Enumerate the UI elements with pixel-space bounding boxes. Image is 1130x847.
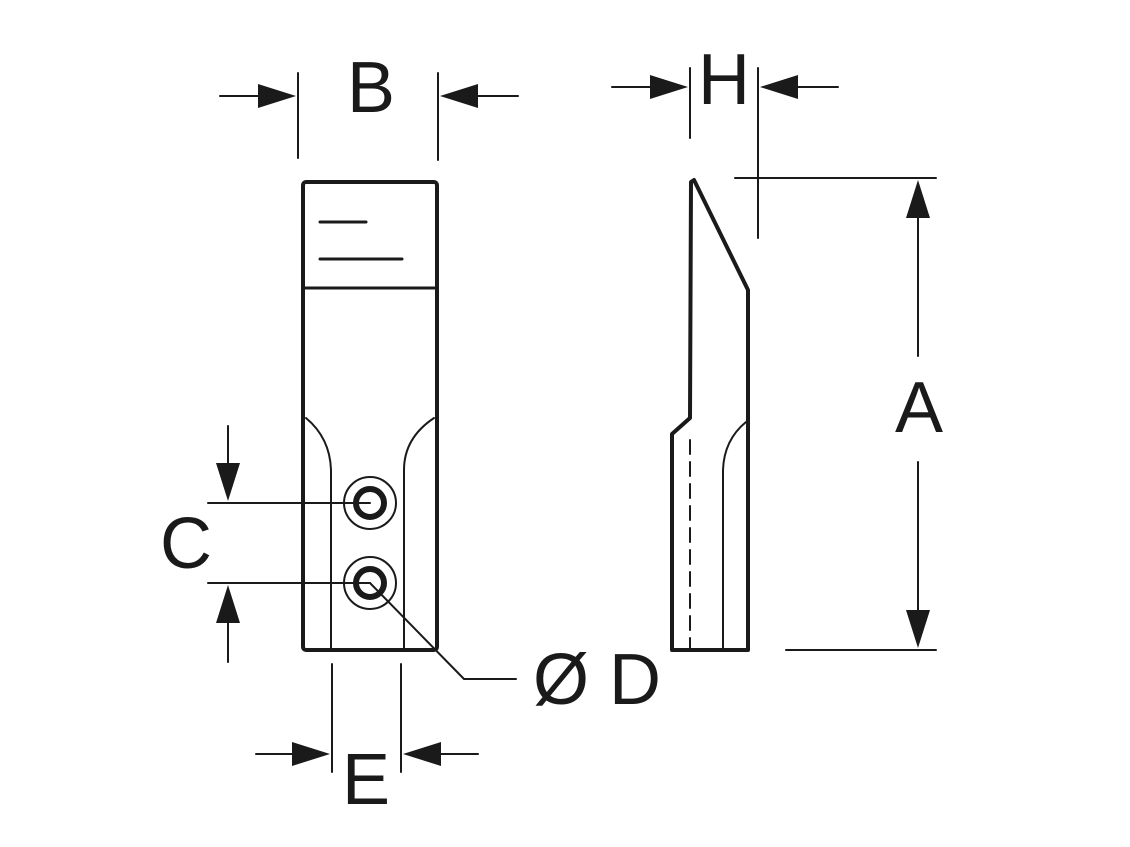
dim-h-arrow-left xyxy=(650,75,688,99)
dim-d-leader xyxy=(369,582,517,680)
dimension-a: A xyxy=(734,177,943,651)
label-d: Ø D xyxy=(533,640,661,720)
dim-b-arrow-right xyxy=(440,84,478,108)
label-e: E xyxy=(342,740,390,820)
dim-a-arrow-top xyxy=(906,180,930,218)
dim-h-arrow-right xyxy=(760,75,798,99)
side-body-outline xyxy=(670,178,750,652)
label-h: H xyxy=(698,40,750,120)
dimension-e: E xyxy=(255,663,479,820)
dimension-b: B xyxy=(219,48,519,161)
side-groove xyxy=(722,421,747,651)
front-view xyxy=(301,180,439,652)
label-c: C xyxy=(160,504,212,584)
dim-c-arrow-bottom xyxy=(216,585,240,623)
dim-e-arrow-right xyxy=(403,742,441,766)
dim-c-arrow-top xyxy=(216,463,240,501)
dimension-d: Ø D xyxy=(369,582,661,720)
side-view xyxy=(670,178,750,652)
dim-e-arrow-left xyxy=(292,742,330,766)
front-left-groove xyxy=(305,417,332,651)
front-right-groove xyxy=(403,417,435,651)
dim-a-arrow-bottom xyxy=(906,610,930,648)
front-body-outline xyxy=(301,180,439,652)
dimension-c: C xyxy=(160,425,371,663)
label-b: B xyxy=(347,48,395,128)
dim-b-arrow-left xyxy=(258,84,296,108)
dimension-h: H xyxy=(611,40,839,239)
label-a: A xyxy=(895,368,943,448)
